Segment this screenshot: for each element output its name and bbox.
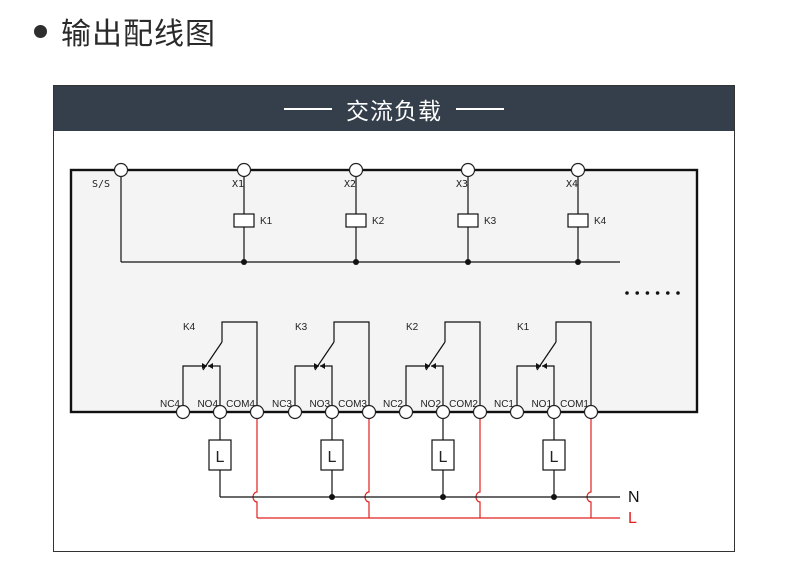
bullet-icon <box>34 24 47 38</box>
nc-contact-arrow <box>425 363 430 369</box>
input-terminal-label: X4 <box>566 179 578 190</box>
header-line-right <box>456 107 504 110</box>
relay-label: K2 <box>406 322 419 333</box>
neutral-label: N <box>628 489 640 506</box>
com-wire <box>444 321 481 406</box>
input-terminal <box>348 162 364 178</box>
no-contact-arrow <box>431 363 436 369</box>
more-indicator-dot <box>655 291 660 295</box>
no-contact-arrow <box>208 363 213 369</box>
no-contact-arrow <box>320 363 325 369</box>
more-indicator-dot <box>635 291 639 295</box>
relay-label: K4 <box>183 322 196 333</box>
panel-header: 交流负载 <box>54 86 734 131</box>
live-label: L <box>628 510 637 527</box>
com-terminal-label: COM2 <box>449 399 478 410</box>
nc-wire <box>516 365 541 406</box>
input-terminal-label: X2 <box>344 179 356 190</box>
load-label: L <box>550 449 559 466</box>
nc-terminal-label: NC4 <box>160 399 180 410</box>
live-wire-drop <box>586 418 592 518</box>
nc-terminal <box>287 404 303 420</box>
more-indicator-dot <box>666 291 670 295</box>
nc-wire <box>405 365 430 406</box>
no-terminal <box>435 404 451 420</box>
load-label: L <box>328 449 337 466</box>
com-terminal <box>249 404 265 420</box>
no-terminal <box>212 404 228 420</box>
switch-blade <box>425 341 446 371</box>
coil-label: K3 <box>484 216 497 227</box>
more-indicator-dot <box>645 291 650 295</box>
com-wire <box>333 321 370 406</box>
input-terminal-label: X3 <box>456 179 468 190</box>
input-terminal <box>236 162 252 178</box>
no-terminal-label: NO4 <box>197 399 218 410</box>
com-wire <box>221 321 258 406</box>
no-terminal <box>324 404 340 420</box>
relay-coil <box>233 213 255 228</box>
section-title: 输出配线图 <box>30 10 216 52</box>
com-terminal-label: COM1 <box>560 399 589 410</box>
no-terminal-label: NO1 <box>531 399 552 410</box>
nc-wire <box>294 365 319 406</box>
switch-blade <box>314 341 335 371</box>
coil-label: K2 <box>372 216 385 227</box>
nc-contact-arrow <box>314 363 319 369</box>
nc-contact-arrow <box>536 363 541 369</box>
com-wire <box>555 321 592 406</box>
com-terminal <box>361 404 377 420</box>
no-terminal-label: NO3 <box>309 399 330 410</box>
nc-wire <box>182 365 207 406</box>
nc-terminal <box>175 404 191 420</box>
more-indicator-dot <box>676 291 680 295</box>
nc-terminal-label: NC2 <box>383 399 403 410</box>
junction-dot <box>575 259 581 265</box>
nc-terminal <box>398 404 414 420</box>
input-terminal <box>460 162 476 178</box>
no-contact-arrow <box>542 363 547 369</box>
nc-contact-arrow <box>202 363 207 369</box>
input-terminal-label: X1 <box>232 179 244 190</box>
coil-label: K4 <box>594 216 607 227</box>
live-wire-drop <box>364 418 370 518</box>
load-label: L <box>439 449 448 466</box>
relay-coil <box>567 213 589 228</box>
nc-terminal <box>509 404 525 420</box>
module-box <box>69 168 699 414</box>
section-title-text: 输出配线图 <box>61 17 216 52</box>
nc-terminal-label: NC1 <box>494 399 514 410</box>
relay-coil <box>345 213 367 228</box>
com-terminal <box>583 404 599 420</box>
com-terminal-label: COM4 <box>226 399 255 410</box>
load-label: L <box>216 449 225 466</box>
switch-blade <box>202 341 223 371</box>
more-indicator-dot <box>625 291 629 295</box>
common-terminal-label: S/S <box>92 179 110 190</box>
live-wire-drop <box>475 418 481 518</box>
junction-dot <box>465 259 471 265</box>
input-terminal <box>570 162 586 178</box>
relay-coil <box>457 213 479 228</box>
panel-header-title: 交流负载 <box>346 98 442 125</box>
live-wire-drop <box>252 418 258 518</box>
com-terminal-label: COM3 <box>338 399 367 410</box>
no-terminal <box>546 404 562 420</box>
com-terminal <box>472 404 488 420</box>
nc-terminal-label: NC3 <box>272 399 292 410</box>
junction-dot <box>353 259 359 265</box>
header-line-left <box>284 107 332 110</box>
relay-label: K3 <box>295 322 308 333</box>
coil-label: K1 <box>260 216 273 227</box>
no-terminal-label: NO2 <box>420 399 441 410</box>
switch-blade <box>536 341 557 371</box>
input-terminal <box>113 162 129 178</box>
junction-dot <box>241 259 247 265</box>
relay-label: K1 <box>517 322 530 333</box>
